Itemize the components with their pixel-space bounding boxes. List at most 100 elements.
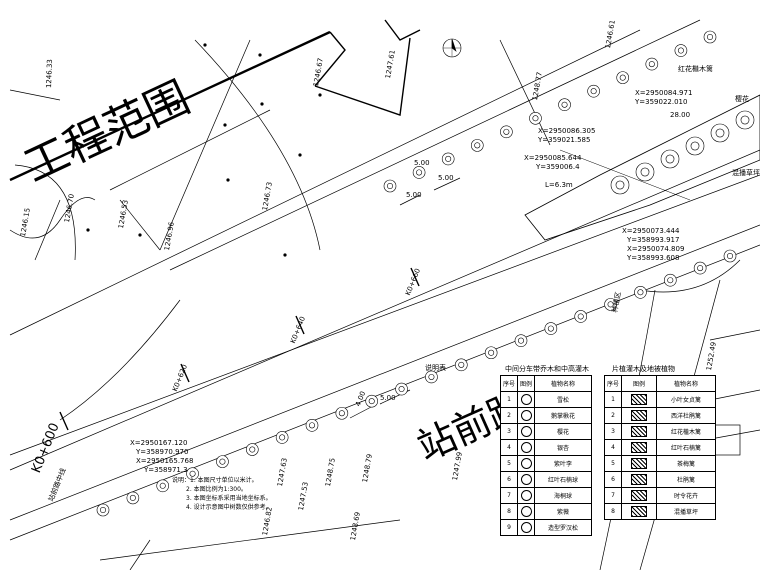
plant-symbol-icon <box>520 490 532 501</box>
plant-name: 鹅掌楸花 <box>534 407 593 424</box>
tree-symbol-icon <box>365 394 379 408</box>
plant-symbol-icon <box>631 458 648 469</box>
curve-line <box>59 299 181 421</box>
plant-symbol-icon <box>631 490 648 501</box>
plant-name: 紫薇 <box>534 503 593 520</box>
tree-symbol-icon <box>500 125 513 139</box>
row-number: 3 <box>603 423 623 440</box>
table-row: 5 紫叶李 <box>499 455 593 472</box>
curve-line <box>639 259 741 293</box>
plant-symbol-icon <box>520 458 532 469</box>
tree-symbol-icon <box>635 162 655 182</box>
curve-line <box>14 164 76 261</box>
coordinate-label: X=2950085.644 <box>524 154 582 162</box>
tree-symbol-icon <box>735 110 755 130</box>
tree-symbol-icon <box>610 175 630 195</box>
plant-symbol-icon <box>520 410 532 421</box>
plant-name: 雪松 <box>534 391 593 408</box>
plant-name: 樱花 <box>534 423 593 440</box>
dimension-label: 5.00 <box>406 191 422 199</box>
tree-symbol-icon <box>693 261 707 275</box>
tree-symbol-icon <box>216 455 229 468</box>
project-boundary <box>9 30 331 182</box>
tree-symbol-icon <box>484 346 498 360</box>
note-line: 3. 本图坐标系采用当地坐标系。 <box>186 495 272 502</box>
legend-symbol-icon <box>621 455 658 472</box>
plant-symbol-icon <box>520 426 532 437</box>
row-number: 1 <box>603 391 623 408</box>
tree-symbol-icon <box>383 179 397 193</box>
tree-symbol-icon <box>616 71 630 84</box>
note-line: 2. 本图比例为1:300。 <box>186 486 247 493</box>
tree-symbol-icon <box>186 467 199 481</box>
spot-elevation-point <box>226 178 230 182</box>
tree-symbol-icon <box>574 310 588 323</box>
road-edge-line <box>9 29 641 336</box>
tree-symbol-icon <box>660 149 680 169</box>
row-number: 6 <box>603 471 623 488</box>
dimension-label: 28.00 <box>670 111 691 119</box>
row-number: 4 <box>499 439 519 456</box>
plant-name: 红花檵木篱 <box>656 423 717 440</box>
spot-elevation-point <box>203 43 207 47</box>
tree-symbol-icon <box>441 152 455 166</box>
spot-elevation-point <box>258 53 262 57</box>
legend-symbol-icon <box>517 455 536 472</box>
legend-symbol-icon <box>517 519 536 536</box>
row-number: 6 <box>499 471 519 488</box>
column-header: 图例 <box>621 375 658 392</box>
coordinate-label: Y=358971.3 <box>144 466 188 474</box>
tree-symbol-icon <box>514 334 528 347</box>
row-number: 4 <box>603 439 623 456</box>
dimension-label: L=6.3m <box>545 181 573 189</box>
coordinate-label: Y=358993.917 <box>627 236 680 244</box>
tree-symbol-icon <box>126 491 140 505</box>
project-boundary <box>384 19 421 41</box>
plant-symbol-icon <box>631 506 648 517</box>
spot-elevation-point <box>86 228 90 232</box>
note-line: 4. 设计示意图中树数仅供参考。 <box>186 504 272 511</box>
plant-name: 红叶石楠篱 <box>656 439 717 456</box>
table-row: 3 红花檵木篱 <box>603 423 717 440</box>
tree-symbol-icon <box>156 479 170 493</box>
plant-symbol-icon <box>520 394 532 405</box>
row-number: 9 <box>499 519 519 536</box>
legend-symbol-icon <box>517 391 536 408</box>
coordinate-label: Y=359021.585 <box>538 136 591 144</box>
tree-symbol-icon <box>275 431 289 444</box>
row-number: 2 <box>603 407 623 424</box>
legend-symbol-icon <box>517 439 536 456</box>
plant-name: 小叶女贞篱 <box>656 391 717 408</box>
plant-name: 混播草坪 <box>656 503 717 520</box>
tree-symbol-icon <box>529 111 542 125</box>
legend-symbol-icon <box>517 503 536 520</box>
plant-name: 西洋杜鹃篱 <box>656 407 717 424</box>
plant-name: 时令花卉 <box>656 487 717 504</box>
spot-elevation-point <box>138 233 142 237</box>
tree-symbol-icon <box>305 419 319 432</box>
coordinate-label: Y=359006.4 <box>536 163 580 171</box>
plant-name: 茶梅篱 <box>656 455 717 472</box>
coordinate-label: X=2950167.120 <box>130 439 188 447</box>
legend-symbol-icon <box>621 391 658 408</box>
legend-symbol-icon <box>621 503 658 520</box>
planting-annotation: 混播草坪 <box>732 169 760 177</box>
legend-symbol-icon <box>621 439 658 456</box>
plant-symbol-icon <box>631 442 648 453</box>
row-number: 5 <box>499 455 519 472</box>
note-line: 说明：1. 本图尺寸单位以米计。 <box>172 477 258 484</box>
dimension-label: 5.00 <box>414 159 430 167</box>
legend-symbol-icon <box>517 471 536 488</box>
tree-symbol-icon <box>645 57 659 71</box>
column-header: 序号 <box>603 375 623 392</box>
plant-name: 紫叶李 <box>534 455 593 472</box>
